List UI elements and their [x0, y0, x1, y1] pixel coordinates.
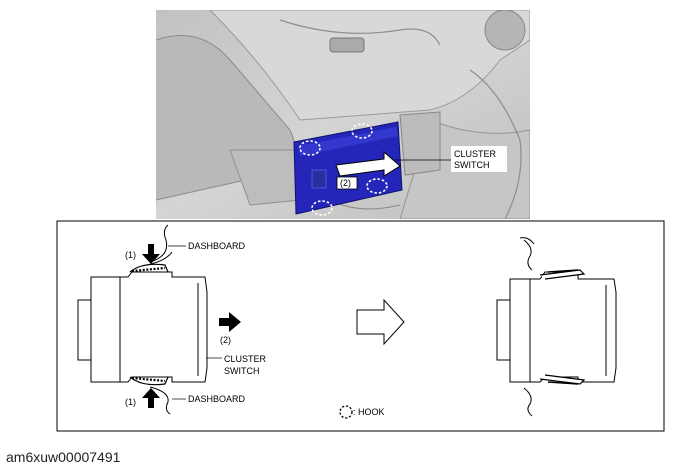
hook-marker: [311, 200, 333, 216]
photo-callout-label-2: SWITCH: [454, 160, 490, 170]
transition-arrow-icon: [356, 298, 405, 346]
hook-marker: [299, 140, 321, 156]
hook-marker: [351, 123, 373, 139]
dashboard-top-label: DASHBOARD: [188, 241, 246, 251]
hook-marker: [366, 178, 388, 194]
image-code: am6xuw00007491: [6, 449, 121, 465]
cluster-switch-label-2: SWITCH: [224, 366, 260, 376]
hook-legend-icon: [339, 405, 353, 419]
press-down-arrow-icon: [142, 244, 160, 264]
photo-callout-label-1: CLUSTER: [454, 149, 497, 159]
pull-arrow-icon: [335, 150, 401, 177]
step-2-label: (2): [220, 335, 231, 345]
step-1-bottom-label: (1): [125, 397, 136, 407]
switch-removed-view: [496, 237, 617, 417]
pull-out-arrow-icon: [219, 312, 241, 332]
switch-installed-view: [77, 224, 208, 415]
step-1-top-label: (1): [125, 250, 136, 260]
cluster-switch-label-1: CLUSTER: [224, 354, 267, 364]
press-up-arrow-icon: [142, 388, 160, 408]
photo-step-label: (2): [340, 178, 351, 188]
dashboard-bottom-label: DASHBOARD: [188, 394, 246, 404]
hook-legend-label: : HOOK: [353, 407, 385, 417]
dashboard-photo: (2) CLUSTER SWITCH: [156, 10, 530, 219]
